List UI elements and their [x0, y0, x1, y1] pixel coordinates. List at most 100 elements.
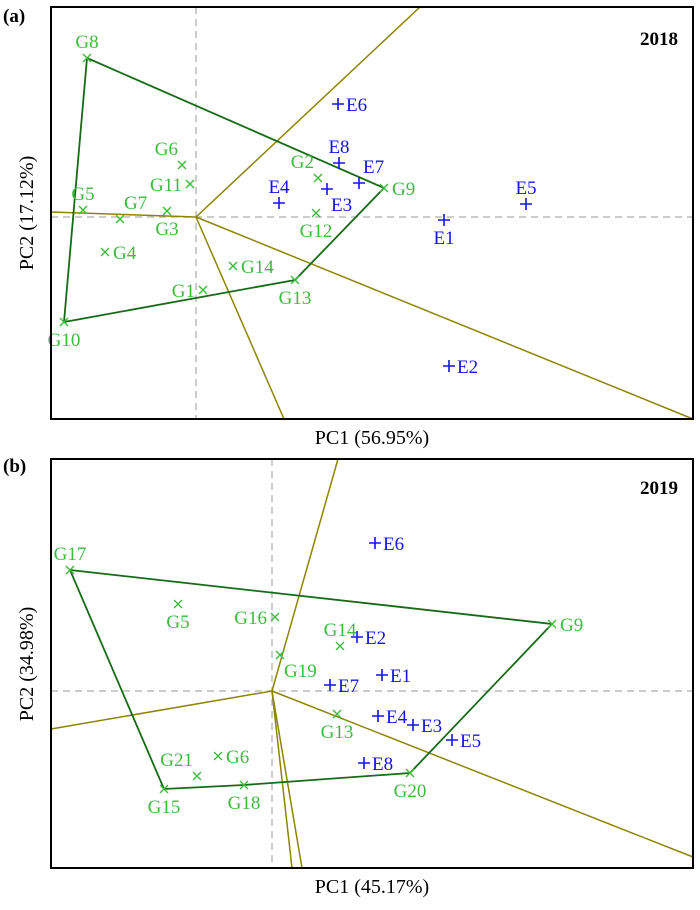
environment-label: E8 — [328, 137, 349, 158]
genotype-marker — [270, 612, 280, 622]
sector-ray — [271, 690, 293, 869]
environment-marker — [324, 679, 336, 691]
genotype-marker — [65, 565, 75, 575]
genotype-label: G15 — [148, 797, 181, 818]
genotype-point: G12 — [300, 208, 333, 242]
environment-point: E5 — [515, 178, 537, 210]
genotype-point: G5 — [71, 184, 95, 215]
environment-point: E1 — [433, 214, 455, 249]
sector-ray — [195, 6, 421, 218]
environment-label: E7 — [338, 676, 359, 697]
genotype-label: G19 — [284, 661, 317, 682]
genotype-marker — [177, 160, 187, 170]
genotype-label: G4 — [113, 243, 137, 264]
genotype-point: G11 — [150, 175, 195, 196]
sector-ray — [271, 690, 303, 869]
environment-point: E6 — [332, 95, 367, 116]
y-axis-label: PC2 (34.98%) — [16, 607, 38, 721]
genotype-marker — [313, 173, 323, 183]
genotype-point: G17 — [54, 544, 87, 575]
genotype-marker — [547, 619, 557, 629]
sector-ray — [195, 216, 694, 420]
genotype-marker — [239, 780, 249, 790]
environment-point: E8 — [328, 137, 350, 169]
environment-marker — [446, 734, 458, 746]
environment-label: E8 — [372, 754, 393, 775]
genotype-point: G9 — [379, 179, 415, 200]
genotype-label: G2 — [291, 152, 314, 173]
genotype-point: G13 — [279, 275, 312, 309]
x-axis-label: PC1 (56.95%) — [315, 427, 429, 449]
genotype-label: G11 — [150, 175, 182, 196]
genotype-marker — [59, 317, 69, 327]
environment-label: E2 — [457, 357, 478, 378]
genotype-marker — [162, 206, 172, 216]
genotype-marker — [115, 214, 125, 224]
sector-ray — [271, 690, 694, 858]
genotype-point: G18 — [228, 780, 261, 814]
environment-marker — [351, 631, 363, 643]
genotype-marker — [335, 641, 345, 651]
genotype-label: G8 — [75, 32, 98, 53]
genotype-marker — [332, 709, 342, 719]
environment-label: E1 — [433, 228, 454, 249]
genotype-marker — [100, 247, 110, 257]
environment-marker — [369, 537, 381, 549]
environment-label: E6 — [346, 95, 367, 116]
genotype-point: G13 — [321, 709, 353, 743]
environment-point: E7 — [324, 676, 359, 697]
genotype-point: G14 — [324, 620, 357, 651]
environment-label: E6 — [383, 534, 404, 555]
genotype-marker — [213, 751, 223, 761]
sector-ray — [50, 690, 273, 730]
genotype-label: G12 — [300, 221, 333, 242]
genotype-label: G17 — [54, 544, 87, 565]
environment-point: E8 — [358, 754, 393, 775]
genotype-label: G13 — [279, 288, 312, 309]
environment-marker — [321, 183, 333, 195]
genotype-label: G6 — [226, 747, 249, 768]
sector-ray — [195, 216, 285, 420]
genotype-marker — [78, 205, 88, 215]
genotype-marker — [290, 275, 300, 285]
genotype-label: G20 — [394, 781, 427, 802]
genotype-point: G5 — [166, 599, 190, 633]
genotype-marker — [173, 599, 183, 609]
environment-label: E5 — [515, 178, 536, 199]
genotype-marker — [192, 771, 202, 781]
genotype-marker — [275, 650, 285, 660]
environment-point: E6 — [369, 534, 404, 555]
genotype-marker — [185, 179, 195, 189]
genotype-marker — [82, 53, 92, 63]
panel-title: 2018 — [640, 29, 678, 50]
genotype-point: G21 — [160, 750, 202, 781]
genotype-label: G18 — [228, 793, 261, 814]
genotype-label: G5 — [166, 612, 189, 633]
genotype-point: G7 — [115, 193, 147, 224]
y-axis-label: PC2 (17.12%) — [16, 156, 38, 270]
environment-point: E2 — [351, 628, 386, 649]
environment-point: E2 — [443, 357, 478, 378]
genotype-point: G8 — [75, 32, 99, 63]
genotype-point: G6 — [155, 139, 187, 170]
environment-marker — [358, 757, 370, 769]
environment-point: E4 — [268, 177, 290, 209]
environment-marker — [273, 197, 285, 209]
genotype-marker — [159, 784, 169, 794]
genotype-point: G1 — [172, 281, 208, 302]
environment-marker — [443, 360, 455, 372]
environment-point: E3 — [407, 716, 442, 737]
environment-marker — [407, 719, 419, 731]
environment-label: E1 — [390, 666, 411, 687]
genotype-point: G10 — [48, 317, 80, 351]
genotype-point: G6 — [213, 747, 249, 768]
genotype-label: G16 — [234, 608, 267, 629]
environment-marker — [376, 669, 388, 681]
plot-frame — [50, 6, 694, 420]
genotype-label: G9 — [560, 615, 583, 636]
genotype-label: G14 — [324, 620, 357, 641]
genotype-marker — [405, 768, 415, 778]
environment-marker — [372, 710, 384, 722]
genotype-point: G16 — [234, 608, 280, 629]
genotype-marker — [228, 261, 238, 271]
